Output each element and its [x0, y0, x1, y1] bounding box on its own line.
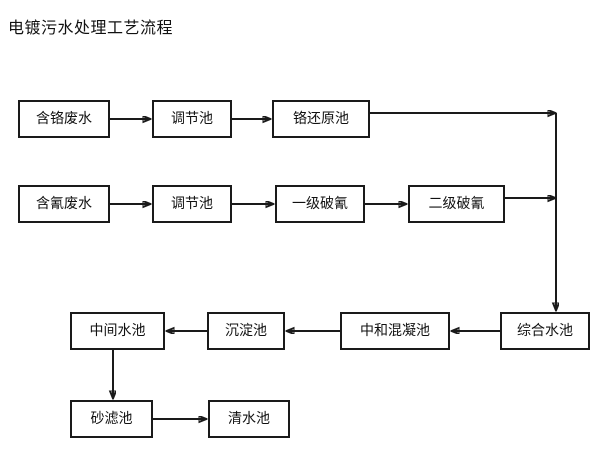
- node-sedimentation-tank[interactable]: 沉淀池: [207, 312, 285, 350]
- node-equalization-tank-1[interactable]: 调节池: [152, 100, 232, 138]
- node-combined-tank[interactable]: 综合水池: [500, 312, 590, 350]
- node-label: 中间水池: [89, 323, 146, 339]
- node-label: 砂滤池: [90, 411, 133, 427]
- page-title: 电镀污水处理工艺流程: [8, 18, 174, 37]
- node-intermediate-tank[interactable]: 中间水池: [70, 312, 165, 350]
- node-label: 沉淀池: [225, 323, 267, 339]
- node-label: 中和混凝池: [360, 323, 430, 339]
- node-label: 一级破氰: [292, 196, 348, 212]
- node-neutral-coagulation[interactable]: 中和混凝池: [340, 312, 450, 350]
- node-chrome-reduction[interactable]: 铬还原池: [272, 100, 370, 138]
- node-label: 铬还原池: [293, 111, 349, 127]
- node-equalization-tank-2[interactable]: 调节池: [152, 185, 232, 223]
- node-chrome-wastewater[interactable]: 含铬废水: [18, 100, 110, 138]
- node-label: 二级破氰: [428, 196, 485, 212]
- node-label: 调节池: [171, 111, 213, 127]
- node-label: 含氰废水: [36, 196, 92, 212]
- node-label: 综合水池: [517, 323, 573, 339]
- node-cyanide-break-1[interactable]: 一级破氰: [275, 185, 365, 223]
- node-sand-filter[interactable]: 砂滤池: [70, 400, 153, 438]
- node-cyanide-break-2[interactable]: 二级破氰: [408, 185, 505, 223]
- node-label: 含铬废水: [36, 111, 92, 127]
- node-label: 调节池: [171, 196, 213, 212]
- node-cyanide-wastewater[interactable]: 含氰废水: [18, 185, 110, 223]
- node-clean-water-tank[interactable]: 清水池: [208, 400, 290, 438]
- node-label: 清水池: [228, 411, 270, 427]
